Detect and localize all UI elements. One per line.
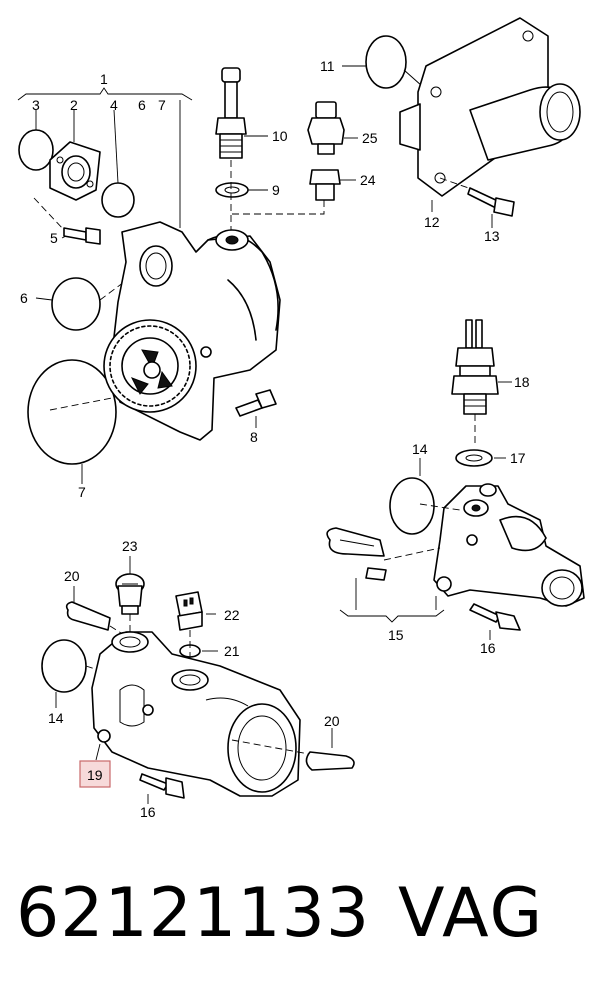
callout-21: 21 — [224, 643, 240, 659]
sensor-22 — [175, 591, 216, 668]
o-ring-4 — [101, 109, 135, 218]
callout-25: 25 — [362, 130, 378, 146]
o-ring-14-upper — [389, 458, 435, 535]
coolant-flange-12 — [342, 17, 581, 212]
group-1-bracket — [17, 87, 193, 101]
washer-9 — [215, 182, 268, 198]
o-ring-7 — [27, 359, 117, 484]
callout-6-side: 6 — [20, 290, 28, 306]
callout-6-top: 6 — [138, 97, 146, 113]
callout-7-bottom: 7 — [78, 484, 86, 500]
callout-19: 19 — [87, 767, 103, 783]
callout-16-lower: 16 — [140, 804, 156, 820]
o-ring-21 — [179, 644, 218, 658]
bolt-16-lower — [139, 773, 185, 804]
footer: 62121133 VAG — [0, 880, 600, 980]
sensor-25 — [307, 101, 358, 155]
washer-17 — [455, 449, 506, 467]
callout-12: 12 — [424, 214, 440, 230]
callout-22: 22 — [224, 607, 240, 623]
fitting-10 — [215, 67, 268, 230]
plug-23 — [115, 556, 145, 636]
callout-20-right: 20 — [324, 713, 340, 729]
callout-16-right: 16 — [480, 640, 496, 656]
callout-1: 1 — [100, 71, 108, 87]
clip-15 — [326, 527, 445, 623]
o-ring-3 — [18, 110, 54, 171]
callout-11: 11 — [320, 58, 335, 74]
coolant-housing-upper — [419, 483, 585, 607]
cover-flange-2 — [49, 110, 101, 201]
bolt-8 — [235, 389, 277, 428]
bolt-16-right — [469, 603, 521, 640]
callout-23: 23 — [122, 538, 138, 554]
callout-3: 3 — [32, 97, 40, 113]
callout-20-left: 20 — [64, 568, 80, 584]
coolant-housing-19 — [91, 631, 321, 797]
callout-7-top: 7 — [158, 97, 166, 113]
callout-8: 8 — [250, 429, 258, 445]
o-ring-6 — [35, 269, 141, 331]
vacuum-pump-body — [103, 100, 281, 441]
bolt-5 — [33, 197, 101, 245]
callout-14-lower: 14 — [48, 710, 64, 726]
bolt-13 — [439, 177, 515, 228]
callout-9: 9 — [272, 182, 280, 198]
clip-20-right — [305, 728, 355, 771]
callout-24: 24 — [360, 172, 376, 188]
temp-sender-18 — [451, 319, 512, 446]
callout-5: 5 — [50, 230, 58, 246]
brand-name: VAG — [398, 874, 545, 953]
callout-13: 13 — [484, 228, 500, 244]
callout-17: 17 — [510, 450, 526, 466]
parts-exploded-diagram: 1 3 2 4 6 7 5 6 7 8 10 9 25 24 11 12 13 … — [17, 17, 585, 820]
callout-18: 18 — [514, 374, 530, 390]
callout-4: 4 — [110, 97, 118, 113]
callout-14-upper: 14 — [412, 441, 428, 457]
callout-highlight-19 — [79, 743, 111, 788]
callout-2: 2 — [70, 97, 78, 113]
callout-15: 15 — [388, 627, 404, 643]
part-number: 62121133 — [16, 874, 371, 953]
adapter-24 — [232, 169, 356, 215]
callout-10: 10 — [272, 128, 288, 144]
